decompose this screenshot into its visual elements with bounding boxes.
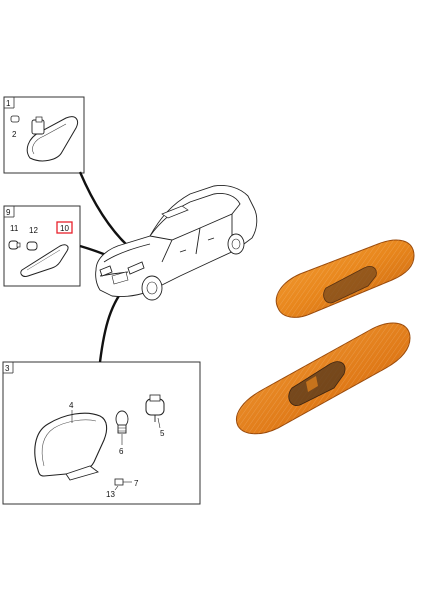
screw-part-7 [114, 478, 132, 486]
side-marker-lamp-part-10 [20, 244, 69, 277]
panel-3-number: 3 [5, 364, 10, 373]
panel-9-number: 9 [6, 208, 11, 217]
callout-7: 7 [134, 479, 139, 488]
callout-10-highlight [56, 221, 73, 234]
callout-10: 10 [60, 224, 69, 233]
callout-13: 13 [106, 490, 115, 499]
side-marker-lamp-part [26, 116, 79, 162]
bulb-part-6 [115, 410, 129, 434]
callout-5: 5 [160, 429, 165, 438]
socket-part-12 [26, 241, 38, 251]
panel-1-number: 1 [6, 99, 11, 108]
callout-2: 2 [12, 130, 17, 139]
panel-9: 9 11 12 10 [3, 205, 81, 287]
bulb-socket-part [10, 115, 20, 123]
callout-6: 6 [119, 447, 124, 456]
socket-part-5 [145, 394, 165, 422]
panel-3: 3 4 6 5 7 13 [2, 361, 201, 505]
leader-panel-1 [78, 171, 131, 249]
panel-1: 1 2 [3, 96, 85, 174]
callout-11: 11 [10, 224, 19, 233]
callout-12: 12 [29, 226, 38, 235]
amber-side-marker-top [275, 239, 415, 318]
bulb-part-11 [8, 240, 19, 250]
smoked-lens-window-top [323, 266, 377, 304]
amber-side-marker-bottom [236, 322, 411, 435]
car-illustration [95, 185, 258, 301]
callout-4: 4 [69, 401, 74, 410]
